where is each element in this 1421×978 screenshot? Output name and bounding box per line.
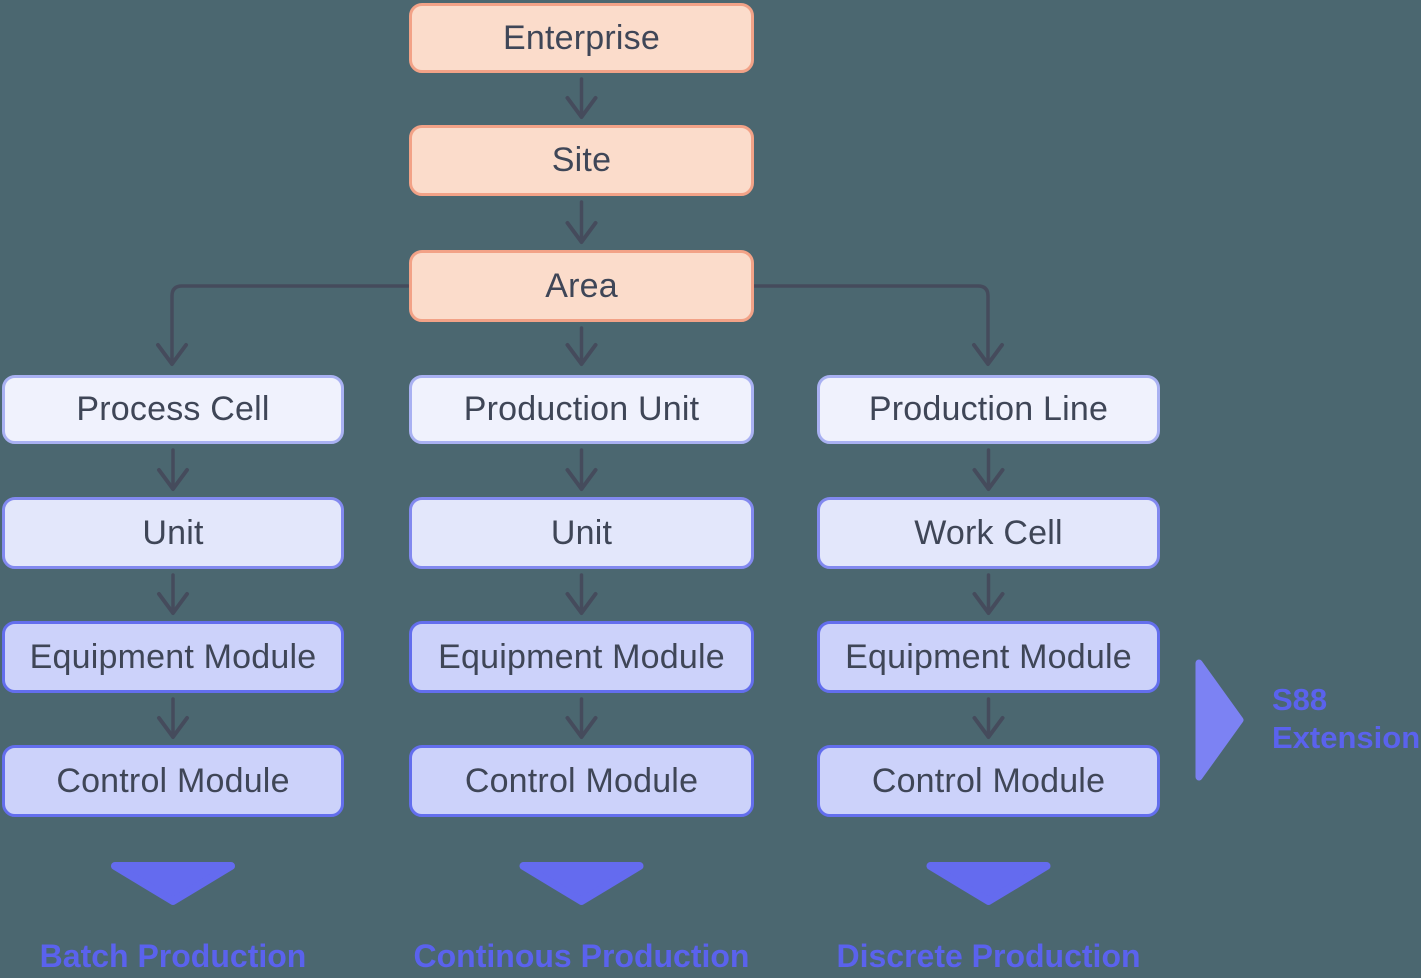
down-triangle-icon-batch <box>111 862 235 905</box>
label-discrete-production: Discrete Production <box>836 938 1141 974</box>
right-triangle-icon-s88-extension <box>1195 659 1244 781</box>
down-triangle-icon-continuous <box>519 862 644 905</box>
box-control-module-discrete: Control Module <box>817 745 1160 817</box>
down-triangle-icon-discrete <box>926 862 1051 905</box>
s88-extension-line1: S88 <box>1272 682 1328 717</box>
box-control-module-batch: Control Module <box>2 745 344 817</box>
box-process-cell: Process Cell <box>2 375 344 444</box>
box-enterprise: Enterprise <box>409 3 754 73</box>
box-control-module-continuous: Control Module <box>409 745 754 817</box>
box-area: Area <box>409 250 754 322</box>
box-equipment-module-continuous: Equipment Module <box>409 621 754 693</box>
label-continuous-production: Continous Production <box>413 938 750 974</box>
arrow-area-to-process-cell <box>156 284 410 366</box>
box-unit-continuous: Unit <box>409 497 754 569</box>
box-production-line: Production Line <box>817 375 1160 444</box>
box-work-cell: Work Cell <box>817 497 1160 569</box>
box-site: Site <box>409 125 754 196</box>
label-s88-extension: S88 Extension <box>1272 681 1420 757</box>
label-batch-production: Batch Production <box>39 938 307 974</box>
box-equipment-module-discrete: Equipment Module <box>817 621 1160 693</box>
box-production-unit: Production Unit <box>409 375 754 444</box>
box-equipment-module-batch: Equipment Module <box>2 621 344 693</box>
box-unit-batch: Unit <box>2 497 344 569</box>
s88-extension-line2: Extension <box>1272 720 1421 755</box>
arrow-area-to-production-line <box>752 284 1004 366</box>
